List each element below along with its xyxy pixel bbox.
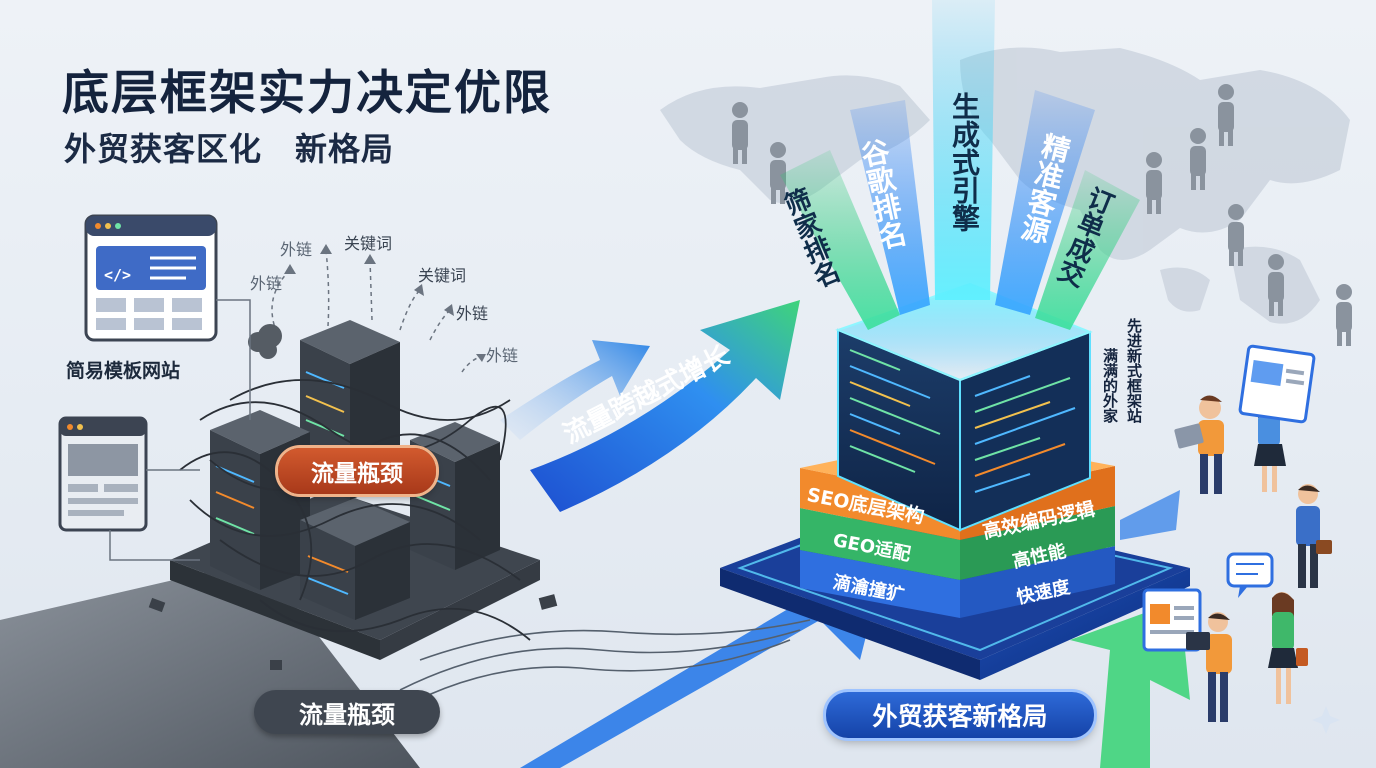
- person-green: [1268, 592, 1308, 704]
- sparkle-icon: [1312, 706, 1340, 734]
- screen-board: [1238, 344, 1316, 424]
- people-group: [1142, 344, 1332, 722]
- side-text-col-1: 先进新式框架站: [1125, 318, 1143, 423]
- code-lines: [849, 349, 1076, 493]
- code-icon: </>: [104, 266, 132, 284]
- tag-backlink-1: 外链: [280, 240, 313, 259]
- template-website-window-2: [58, 416, 148, 532]
- dashed-arrowheads: [284, 244, 486, 362]
- tower-cables: [379, 619, 811, 721]
- subtitle: 外贸获客区化 新格局: [64, 130, 395, 168]
- beam-label-3: 生成式引擎: [948, 92, 981, 232]
- bottleneck-pill: 流量瓶颈: [254, 690, 440, 734]
- smoke-cloud: [248, 324, 282, 359]
- template-site-label: 简易模板网站: [66, 360, 181, 382]
- growth-arrow: [530, 300, 800, 512]
- new-pattern-pill: 外贸获客新格局: [826, 692, 1094, 738]
- chat-bubble-icon: [1226, 552, 1274, 598]
- template-website-window: [84, 214, 218, 342]
- tag-backlink-4: 外链: [486, 346, 519, 365]
- tag-keyword-2: 关键词: [418, 266, 467, 285]
- side-text-col-2: 满满的外家: [1101, 348, 1119, 423]
- tag-backlink-3: 外链: [456, 304, 489, 323]
- person-briefcase: [1296, 484, 1332, 588]
- bottleneck-badge: 流量瓶颈: [278, 448, 436, 494]
- light-beams: [780, 0, 1140, 330]
- person-silhouettes: [732, 84, 1352, 346]
- small-growth-arrow: [500, 340, 650, 440]
- tag-keyword-1: 关键词: [344, 234, 393, 253]
- person-orange: [1186, 612, 1232, 722]
- tag-backlink-2: 外链: [250, 274, 283, 293]
- person-laptop: [1174, 395, 1224, 494]
- main-title: 底层框架实力决定优限: [62, 66, 552, 121]
- connector-lines: [109, 299, 251, 561]
